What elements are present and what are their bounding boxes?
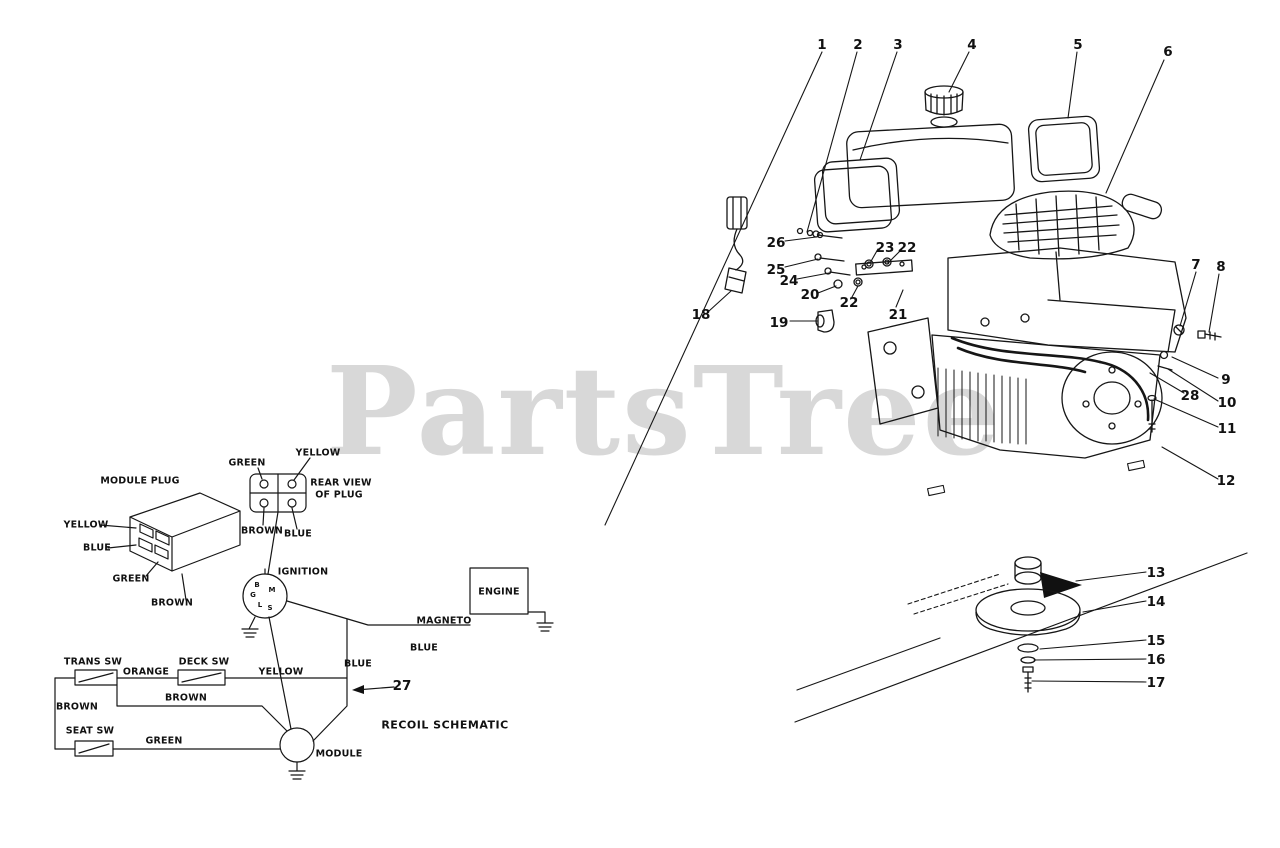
leader-lines	[604, 51, 1220, 683]
cooling-fins	[937, 367, 1027, 445]
magneto-wire	[286, 600, 471, 626]
wire-harness	[950, 336, 1150, 422]
engine-block	[931, 247, 1187, 459]
ignition-switch-symbol	[241, 511, 288, 638]
watermark: PartsTree	[326, 339, 1003, 483]
wire-connector-18	[724, 196, 748, 294]
schematic-wiring	[54, 457, 554, 780]
elbow-fitting-19	[815, 309, 835, 333]
blower-housing	[989, 190, 1163, 260]
module-symbol	[279, 727, 315, 780]
right-fasteners	[1147, 324, 1222, 433]
fuel-tank	[846, 85, 1015, 209]
mounting-plate	[867, 317, 939, 425]
ignition-to-module-wire	[268, 616, 292, 730]
hardware-cluster	[796, 227, 914, 333]
engine-box	[469, 567, 554, 632]
switch-symbols	[54, 669, 348, 757]
fuel-cap	[924, 85, 964, 128]
pulley-assembly	[975, 556, 1082, 693]
frame-plate	[794, 459, 1248, 723]
tank-brackets	[813, 115, 1101, 233]
blue-drop-wire	[312, 618, 348, 742]
rear-view-plug-drawing	[249, 457, 311, 530]
callout-27-arrow	[352, 685, 395, 694]
module-plug-drawing	[99, 492, 241, 601]
flywheel	[1061, 351, 1163, 445]
